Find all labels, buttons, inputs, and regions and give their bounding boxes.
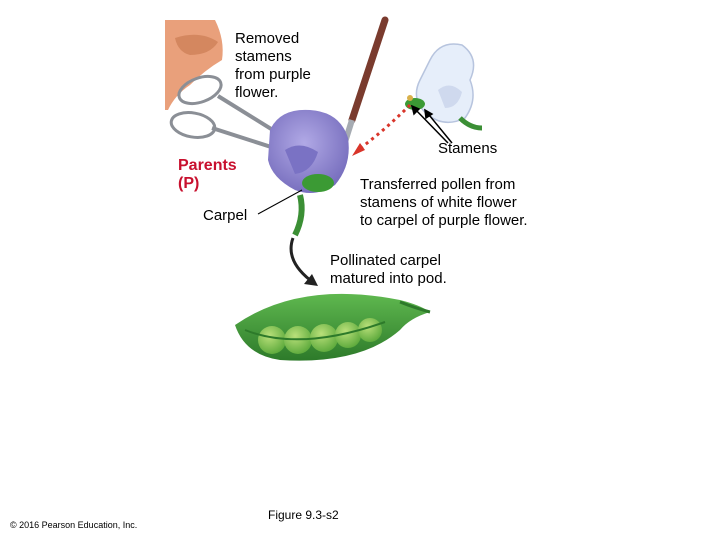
hand <box>165 20 223 110</box>
pea-pod <box>235 293 431 361</box>
pollen-transfer-arrow <box>352 103 412 156</box>
purple-flower <box>268 109 349 237</box>
pollinated-carpel-label: Pollinated carpel matured into pod. <box>330 252 447 287</box>
copyright-notice: © 2016 Pearson Education, Inc. <box>10 520 138 530</box>
stamens-label: Stamens <box>438 140 498 157</box>
white-flower <box>405 43 483 131</box>
carpel-shape <box>302 174 334 192</box>
figure-caption: Figure 9.3-s2 <box>268 508 339 522</box>
carpel-label: Carpel <box>203 207 248 224</box>
stamen-anthers <box>407 95 413 101</box>
parents-label: Parents (P) <box>178 157 237 192</box>
stamens-pointer <box>410 104 453 144</box>
maturation-arrow <box>289 237 318 286</box>
carpel-pointer <box>257 189 303 215</box>
transferred-pollen-label: Transferred pollen from stamens of white… <box>360 176 528 229</box>
removed-stamens-label: Removed stamens from purple flower. <box>235 30 311 101</box>
